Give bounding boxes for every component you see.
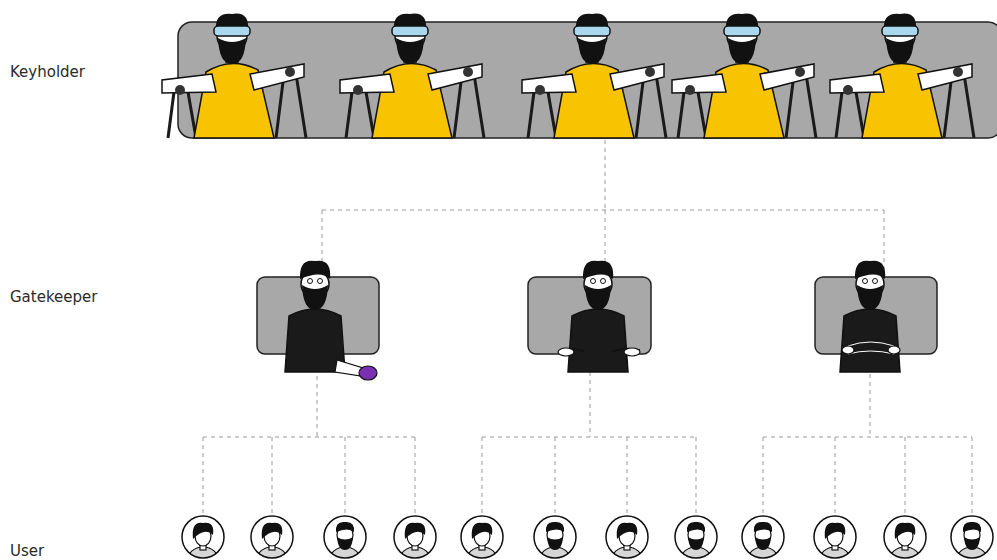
tier-label-text: Gatekeeper <box>10 288 97 306</box>
tier-label-text: Keyholder <box>10 63 85 81</box>
tier-label-text: User <box>10 542 44 560</box>
tree-lines <box>203 140 972 515</box>
tier-label: Gatekeeper <box>10 287 97 307</box>
tier-label: Keyholder <box>10 62 85 82</box>
tier-label: User <box>10 541 44 560</box>
